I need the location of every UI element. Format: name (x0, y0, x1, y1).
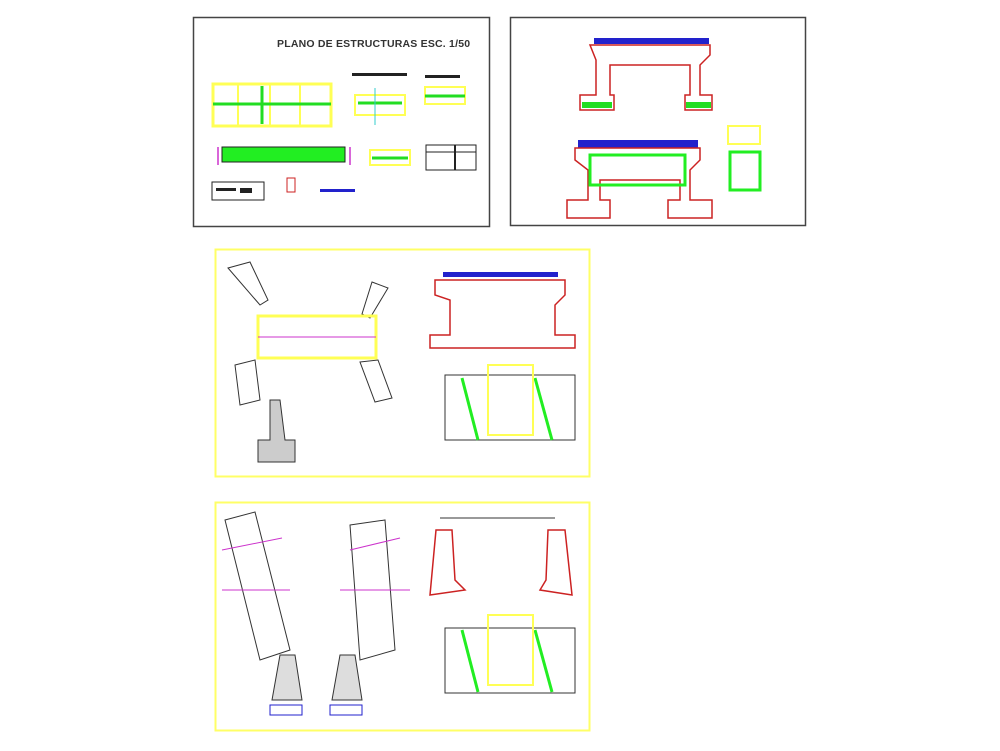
deck-plan-view (211, 82, 333, 128)
abutment-section (579, 44, 713, 111)
schedule-table (425, 144, 477, 171)
sheet-3-bridge-plan (214, 248, 591, 478)
section-detail-2 (424, 75, 466, 105)
sheet-title: PLANO DE ESTRUCTURAS ESC. 1/50 (277, 38, 471, 50)
deck-slab-2 (578, 140, 698, 148)
deck-slab (594, 38, 709, 44)
sheet-2-bridge-sections (509, 16, 807, 227)
notes-box (211, 181, 265, 201)
wall-section (257, 399, 296, 463)
column-detail (728, 150, 762, 192)
section-detail-3 (369, 149, 411, 166)
red-anchor-detail (286, 177, 296, 193)
abutment-section-2 (566, 147, 713, 219)
green-reinforcement (588, 153, 687, 187)
sheet-1-structures-plan (192, 16, 491, 228)
section-detail-1 (352, 73, 407, 125)
beam-elevation (217, 146, 351, 165)
blue-beam-detail (320, 189, 355, 192)
sheet-4-bridge-plan (214, 501, 591, 732)
